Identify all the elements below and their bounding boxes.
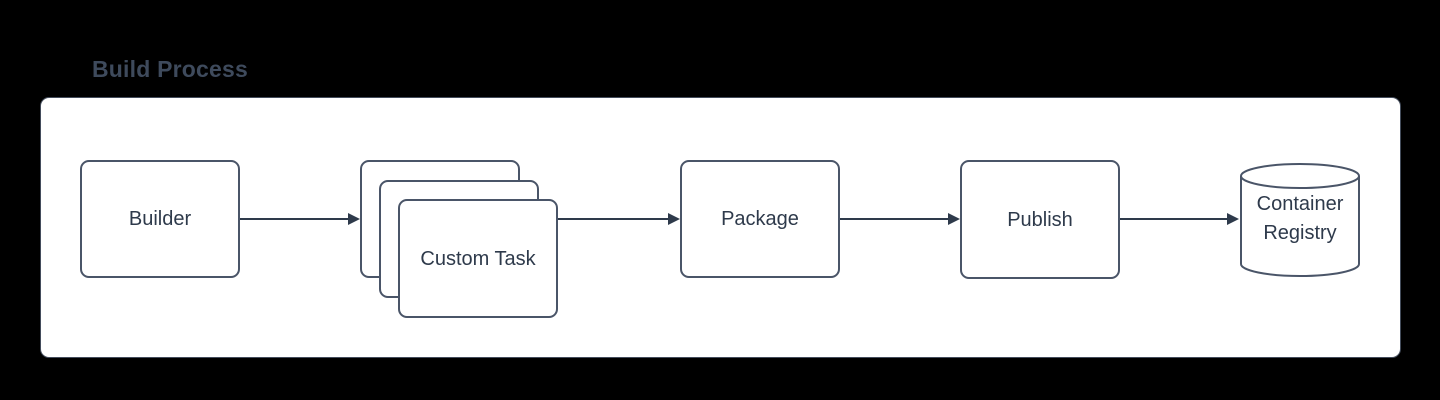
node-container-registry-label: Container Registry xyxy=(1256,193,1344,244)
database-cylinder-shape xyxy=(1240,163,1360,277)
node-builder-label: Builder xyxy=(128,208,192,230)
arrow-publish-to-container-registry xyxy=(1118,213,1239,225)
node-container-registry: Container Registry xyxy=(1239,162,1361,278)
node-builder: Builder xyxy=(80,160,240,278)
node-package: Package xyxy=(680,160,840,278)
arrow-package-to-publish xyxy=(840,213,960,225)
arrow-custom-task-to-package xyxy=(558,213,680,225)
diagram-title: Build Process xyxy=(92,56,248,82)
node-package-label: Package xyxy=(721,208,799,230)
node-custom-task: Custom Task xyxy=(398,199,558,318)
node-publish: Publish xyxy=(960,160,1120,279)
node-publish-label: Publish xyxy=(1007,208,1073,231)
node-custom-task-label: Custom Task xyxy=(420,247,536,270)
arrow-builder-to-custom-task xyxy=(240,213,360,225)
